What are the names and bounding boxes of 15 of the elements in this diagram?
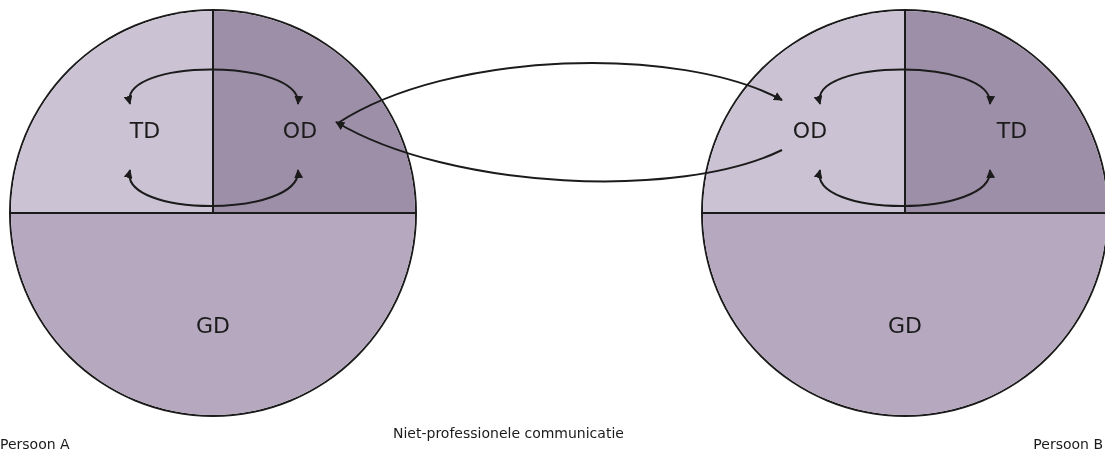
arrow bbox=[337, 62, 783, 124]
arrow bbox=[126, 68, 301, 105]
region-label: TD bbox=[129, 117, 161, 143]
diagram-caption: Niet-professionele communicatie bbox=[393, 425, 624, 441]
person-caption: Persoon A bbox=[0, 436, 70, 450]
region-label: OD bbox=[282, 117, 318, 143]
region-label: OD bbox=[792, 117, 828, 143]
person-caption: Persoon B bbox=[1033, 436, 1103, 450]
arrow bbox=[816, 68, 993, 105]
region-label: TD bbox=[996, 117, 1028, 143]
arrow bbox=[335, 121, 783, 183]
arrow bbox=[816, 169, 993, 207]
region-label: GD bbox=[888, 312, 922, 338]
region-label: GD bbox=[196, 312, 230, 338]
arrow bbox=[126, 169, 301, 207]
